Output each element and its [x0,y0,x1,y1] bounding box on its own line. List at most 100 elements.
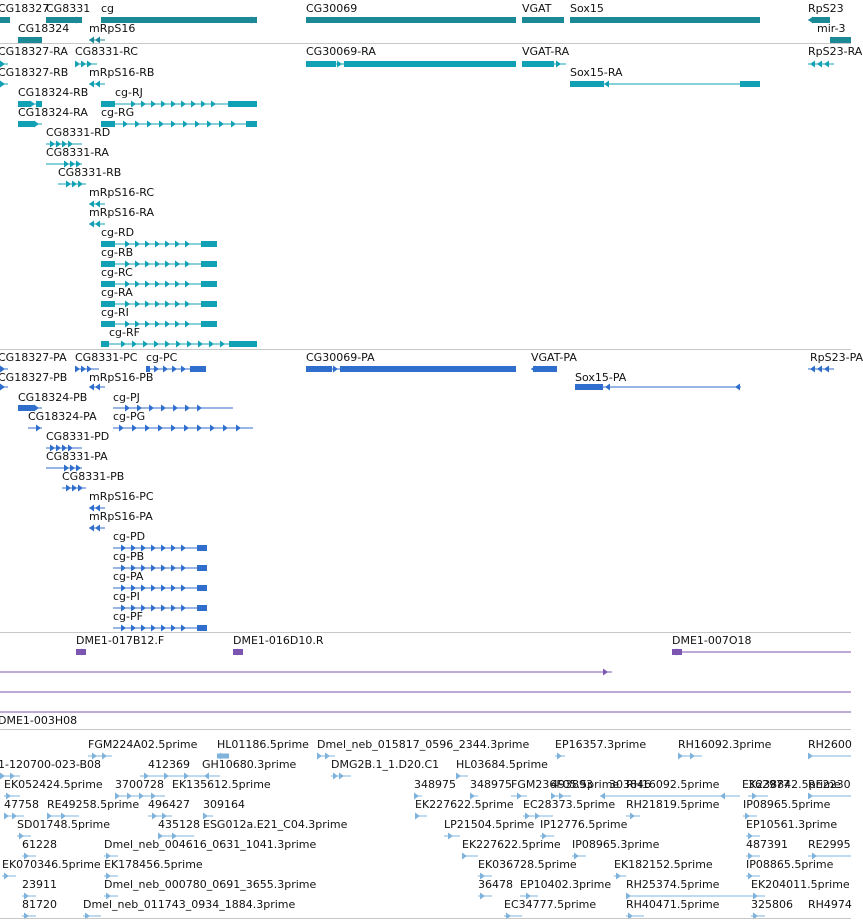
feature-label[interactable]: RH16092.3prime [678,738,772,751]
feature-glyph[interactable] [626,890,756,902]
feature-glyph[interactable] [746,850,760,862]
feature-glyph[interactable] [523,810,553,822]
feature-glyph[interactable] [678,750,702,762]
feature-glyph[interactable] [572,850,586,862]
feature-label[interactable]: cg-RA [101,286,133,299]
feature-glyph[interactable] [113,422,253,434]
feature-label[interactable]: EK135612.5prime [172,778,271,791]
feature-glyph[interactable] [0,78,8,90]
feature-label[interactable]: cg-PJ [113,391,140,404]
feature-label[interactable]: mRpS16-RA [89,206,155,219]
feature-label[interactable]: DME1-017B12.F [76,634,165,647]
feature-label[interactable]: CG8331-RC [75,45,138,58]
feature-glyph[interactable] [746,870,760,882]
feature-glyph[interactable] [4,790,20,802]
feature-glyph[interactable] [89,34,105,46]
feature-glyph[interactable] [113,582,207,594]
feature-label[interactable]: DMG2B.1_1.D20.C1 [331,758,440,771]
feature-label[interactable]: CG8331-PB [62,470,125,483]
feature-label[interactable]: CG8331-RD [46,126,111,139]
feature-glyph[interactable] [101,258,217,270]
feature-glyph[interactable] [89,522,105,534]
feature-label[interactable]: Dmel_neb_011743_0934_1884.3prime [83,898,296,911]
feature-label[interactable]: cg-RG [101,106,135,119]
feature-glyph[interactable] [101,98,257,110]
feature-glyph[interactable] [520,890,538,902]
feature-glyph[interactable] [511,790,527,802]
feature-glyph[interactable] [0,14,10,26]
feature-label[interactable]: FGM224A02.5prime [88,738,198,751]
feature-glyph[interactable] [46,158,82,170]
feature-label[interactable]: EP16357.3prime [555,738,647,751]
feature-label[interactable]: 47758 [4,798,39,811]
feature-glyph[interactable] [0,381,8,393]
feature-label[interactable]: RpS23-PA [810,351,863,364]
feature-glyph[interactable] [522,14,564,26]
feature-glyph[interactable] [0,686,851,698]
feature-glyph[interactable] [101,14,257,26]
feature-label[interactable]: CG18327-RA [0,45,68,58]
feature-label[interactable]: CG8331-RB [58,166,122,179]
feature-glyph[interactable] [748,790,768,802]
feature-glyph[interactable] [46,442,82,454]
feature-label[interactable]: cg-RB [101,246,134,259]
feature-label[interactable]: HL01186.5prime [217,738,309,751]
feature-glyph[interactable] [808,363,834,375]
feature-label[interactable]: cg-PI [113,590,140,603]
feature-label[interactable]: LP21504.5prime [444,818,535,831]
feature-label[interactable]: 487391 [746,838,788,851]
feature-glyph[interactable] [89,78,105,90]
feature-label[interactable]: 23911 [22,878,57,891]
feature-glyph[interactable] [570,14,760,26]
feature-glyph[interactable] [414,790,422,802]
feature-label[interactable]: CG30069-PA [306,351,375,364]
feature-glyph[interactable] [504,910,522,922]
feature-label[interactable]: cg-PG [113,410,146,423]
feature-glyph[interactable] [2,870,16,882]
feature-glyph[interactable] [317,750,335,762]
feature-label[interactable]: EK036728.5prime [478,858,577,871]
feature-label[interactable]: 362977 [748,778,790,791]
feature-glyph[interactable] [18,402,42,414]
feature-label[interactable]: cg-RC [101,266,133,279]
feature-label[interactable]: RH25374.5prime [626,878,720,891]
feature-glyph[interactable] [46,138,82,150]
feature-label[interactable]: IP08965.3prime [572,838,660,851]
feature-label[interactable]: VGAT [522,2,552,15]
feature-glyph[interactable] [478,870,492,882]
feature-label[interactable]: EC28373.5prime [523,798,616,811]
feature-glyph[interactable] [101,118,257,130]
feature-label[interactable]: HL03684.5prime [456,758,548,771]
feature-label[interactable]: Dmel_neb_004616_0631_1041.3prime [104,838,317,851]
feature-label[interactable]: 348975 [414,778,456,791]
feature-glyph[interactable] [22,910,36,922]
feature-glyph[interactable] [746,830,760,842]
feature-glyph[interactable] [146,363,206,375]
feature-label[interactable]: cg-RF [109,326,140,339]
feature-label[interactable]: RH21819.5prime [626,798,720,811]
feature-label[interactable]: 61228 [22,838,57,851]
feature-label[interactable]: CG8331 [46,2,91,15]
feature-glyph[interactable] [140,770,208,782]
feature-label[interactable]: EK227622.5prime [415,798,514,811]
feature-label[interactable]: EK227622.5prime [462,838,561,851]
feature-label[interactable]: 1-120700-023-B08 [0,758,102,771]
feature-label[interactable]: VGAT-RA [522,45,570,58]
feature-label[interactable]: CG18324-PA [28,410,97,423]
feature-label[interactable]: CG8331-RA [46,146,109,159]
feature-glyph[interactable] [113,622,207,634]
feature-glyph[interactable] [522,58,566,70]
feature-label[interactable]: cg-PA [113,570,144,583]
feature-glyph[interactable] [808,58,834,70]
feature-glyph[interactable] [4,810,24,822]
feature-label[interactable]: SD01748.5prime [17,818,110,831]
feature-label[interactable]: cg-RJ [115,86,143,99]
feature-label[interactable]: 81720 [22,898,57,911]
feature-glyph[interactable] [113,542,207,554]
feature-glyph[interactable] [808,850,851,862]
feature-glyph[interactable] [113,562,207,574]
feature-label[interactable]: mRpS16 [89,22,136,35]
feature-label[interactable]: RH40471.5prime [626,898,720,911]
feature-glyph[interactable] [462,850,478,862]
feature-label[interactable]: CG18324 [18,22,70,35]
